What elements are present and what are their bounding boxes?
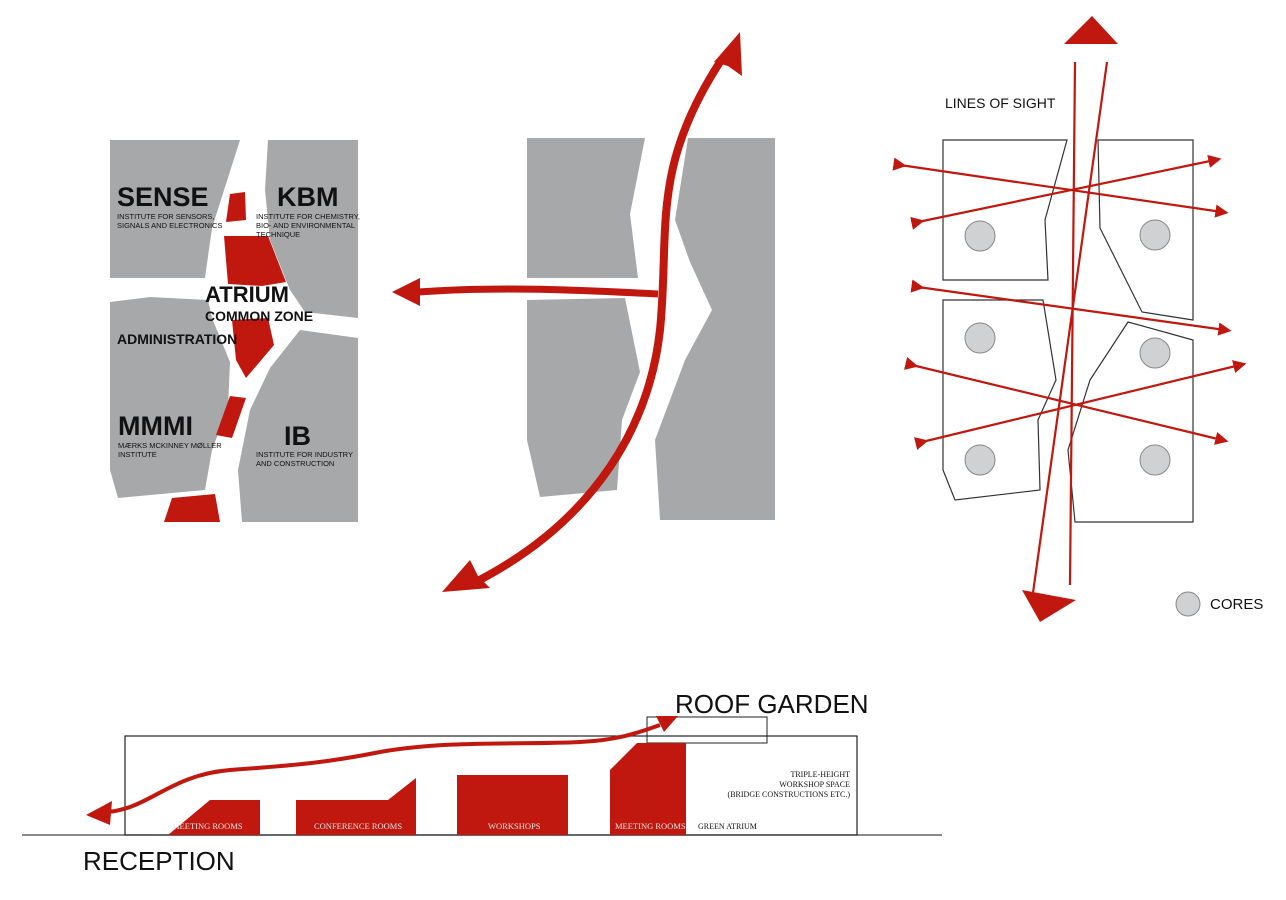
- room-workshops: [457, 775, 568, 835]
- kbm-sub-1: INSTITUTE FOR CHEMISTRY,: [256, 212, 360, 221]
- ib-label: IB: [284, 421, 311, 451]
- sight-line-1: [892, 157, 1229, 218]
- ib-sub-1: INSTITUTE FOR INDUSTRY: [256, 450, 353, 459]
- core-6: [1139, 444, 1171, 476]
- sight-block-3: [942, 299, 1057, 501]
- sight-vertical-1: [1068, 61, 1077, 586]
- note-line-2: WORKSHOP SPACE: [779, 780, 850, 789]
- mmmi-sub-2: INSTITUTE: [118, 450, 157, 459]
- grey-block-right: [655, 138, 775, 520]
- sight-arrowhead-up: [1064, 16, 1118, 44]
- room-conference: [296, 778, 416, 835]
- circulation-arrowhead-top: [714, 32, 742, 76]
- atrium-red-1: [226, 192, 246, 222]
- sight-line-3: [910, 279, 1232, 336]
- room-label-workshops: WORKSHOPS: [488, 821, 541, 831]
- sense-label: SENSE: [117, 182, 209, 212]
- sight-arrowhead-down: [1022, 590, 1076, 622]
- cores-legend-label: CORES: [1210, 596, 1263, 613]
- atrium-red-4: [216, 396, 246, 438]
- kbm-block: [265, 140, 358, 318]
- sight-block-1: [942, 139, 1068, 281]
- admin-block: [110, 297, 230, 498]
- sense-block: [110, 140, 240, 278]
- core-5: [964, 444, 996, 476]
- note-line-3: (BRIDGE CONSTRUCTIONS ETC.): [728, 790, 851, 799]
- sight-block-4: [1067, 321, 1194, 523]
- sight-line-5: [914, 360, 1247, 450]
- atrium-red-3: [232, 318, 274, 378]
- sight-line-4: [904, 357, 1229, 445]
- green-atrium-label: GREEN ATRIUM: [698, 822, 757, 831]
- kbm-sub-3: TECHNIQUE: [256, 230, 300, 239]
- sense-sub-2: SIGNALS AND ELECTRONICS: [117, 221, 222, 230]
- note-line-1: TRIPLE-HEIGHT: [790, 770, 850, 779]
- core-4: [1139, 337, 1171, 369]
- section-arrowhead-left: [86, 801, 112, 825]
- kbm-label: KBM: [277, 182, 339, 212]
- mmmi-sub-1: MÆRKS MCKINNEY MØLLER: [118, 441, 222, 450]
- administration-label: ADMINISTRATION: [117, 331, 237, 347]
- cores-legend-icon: [1175, 591, 1201, 617]
- kbm-sub-2: BIO- AND ENVIRONMENTAL: [256, 221, 355, 230]
- room-label-meeting-2: MEETING ROOMS: [615, 821, 686, 831]
- ib-block: [238, 330, 358, 522]
- mmmi-label: MMMI: [118, 411, 193, 441]
- core-2: [1139, 219, 1171, 251]
- room-meeting-1: [168, 800, 260, 835]
- sense-sub-1: INSTITUTE FOR SENSORS,: [117, 212, 215, 221]
- ib-sub-2: AND CONSTRUCTION: [256, 459, 334, 468]
- core-1: [964, 220, 996, 252]
- circulation-arrow-main: [466, 58, 724, 589]
- section-path: [107, 723, 661, 814]
- grey-block-top-left: [527, 138, 645, 278]
- circulation-arrowhead-bottom: [442, 560, 490, 592]
- core-3: [964, 322, 996, 354]
- reception-label: RECEPTION: [83, 846, 235, 876]
- circulation-panel: [392, 32, 775, 592]
- section-panel: MEETING ROOMS CONFERENCE ROOMS WORKSHOPS…: [22, 689, 942, 876]
- circulation-arrowhead-left: [392, 278, 420, 306]
- sight-vertical-2: [1030, 61, 1109, 601]
- atrium-label: ATRIUM: [205, 282, 289, 307]
- atrium-red-2: [224, 236, 286, 286]
- room-label-conference: CONFERENCE ROOMS: [314, 821, 402, 831]
- roof-garden-label: ROOF GARDEN: [675, 689, 869, 719]
- section-arrowhead-right: [656, 716, 678, 732]
- grey-block-bottom-left: [527, 298, 640, 497]
- room-meeting-2: [610, 743, 686, 835]
- lines-of-sight-title: LINES OF SIGHT: [945, 95, 1056, 111]
- plan-panel: SENSE INSTITUTE FOR SENSORS, SIGNALS AND…: [110, 140, 360, 522]
- common-zone-label: COMMON ZONE: [205, 308, 313, 324]
- sight-panel: LINES OF SIGHT COR: [892, 16, 1263, 622]
- circulation-arrow-branch: [417, 285, 659, 298]
- room-label-meeting-1: MEETING ROOMS: [172, 821, 243, 831]
- atrium-red-5: [164, 494, 220, 522]
- sight-line-2: [910, 154, 1222, 230]
